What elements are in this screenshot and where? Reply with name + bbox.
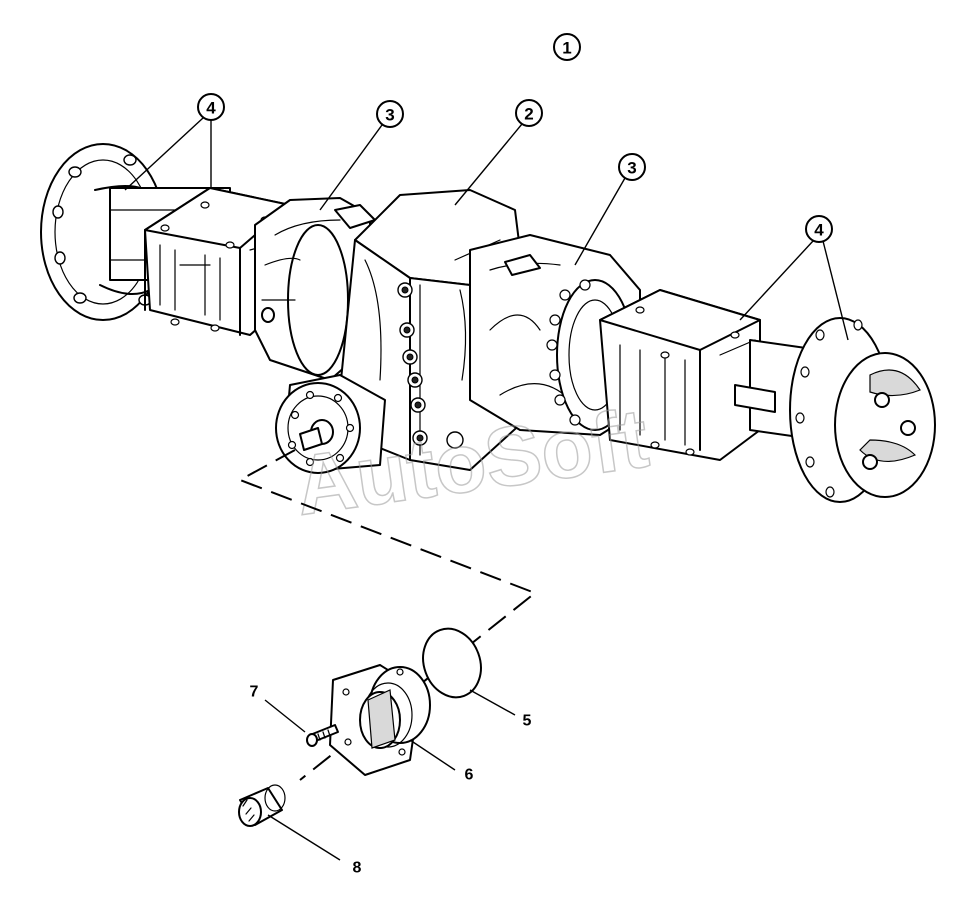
screw <box>264 699 339 747</box>
callout-center-housing: 2 <box>454 99 543 206</box>
o-ring <box>422 627 516 716</box>
bushing <box>238 784 341 861</box>
pinion-cover <box>329 664 456 776</box>
svg-text:1: 1 <box>562 39 571 58</box>
svg-text:3: 3 <box>627 159 636 178</box>
right-hub <box>789 317 936 503</box>
svg-text:2: 2 <box>524 105 533 124</box>
callout-brake-housing-left: 3 <box>319 100 404 211</box>
svg-text:4: 4 <box>206 99 216 118</box>
svg-text:3: 3 <box>385 106 394 125</box>
label-pinion-cover: 6 <box>465 767 474 784</box>
right-axle-arm <box>599 289 761 461</box>
callout-axle-arm-left: 4 <box>124 93 225 191</box>
callout-assembly: 1 <box>553 33 581 61</box>
label-bushing: 8 <box>353 860 362 877</box>
pinion-nose <box>275 374 386 474</box>
callout-brake-housing-right: 3 <box>574 153 646 266</box>
svg-text:4: 4 <box>814 221 824 240</box>
callout-axle-arm-right: 4 <box>739 215 849 341</box>
label-o-ring: 5 <box>523 713 532 730</box>
label-screw: 7 <box>250 684 259 701</box>
